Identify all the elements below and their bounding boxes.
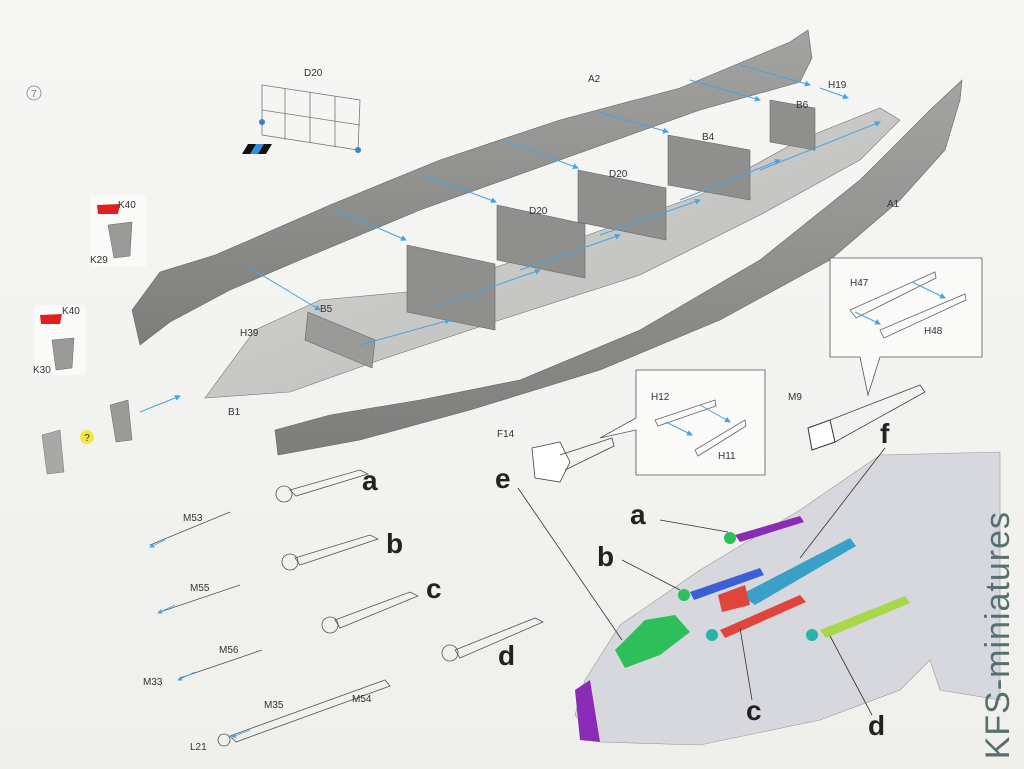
figure-k29	[90, 195, 146, 267]
colored-deck-render	[517, 447, 1001, 746]
label-k40-1: K40	[118, 200, 136, 211]
step-number: 7	[26, 85, 42, 101]
callout-b-render: b	[597, 541, 614, 572]
figure-seated-2	[41, 429, 65, 475]
label-k40-2: K40	[62, 306, 80, 317]
help-marker: ?	[80, 430, 94, 444]
alignment-arrows	[139, 64, 881, 413]
label-m55: M55	[190, 583, 210, 594]
label-d20-top: D20	[304, 68, 323, 79]
bench-b5	[304, 311, 376, 369]
callout-c-render: c	[746, 695, 762, 726]
inset-h47-h48	[829, 257, 983, 397]
figure-k30	[35, 305, 85, 375]
label-a1: A1	[887, 199, 900, 210]
callout-d-render: d	[868, 710, 885, 741]
label-h47: H47	[850, 278, 869, 289]
hull-side-a1	[274, 79, 963, 456]
label-h48: H48	[924, 326, 943, 337]
label-f14: F14	[497, 429, 515, 440]
svg-text:?: ?	[84, 433, 90, 444]
paint-swatch	[242, 144, 272, 154]
munitions-drawings	[149, 469, 544, 747]
label-h12: H12	[651, 392, 670, 403]
label-m54: M54	[352, 694, 372, 705]
callout-a-render: a	[630, 499, 646, 530]
label-k29: K29	[90, 255, 108, 266]
munitions-arrows	[149, 539, 251, 738]
label-h11: H11	[718, 451, 736, 462]
callout-b: b	[386, 528, 403, 559]
figure-seated-1	[109, 399, 133, 443]
callout-d: d	[498, 640, 515, 671]
label-d20-mid2: D20	[529, 206, 548, 217]
label-h19: H19	[828, 80, 847, 91]
label-d20-mid1: D20	[609, 169, 628, 180]
callout-c: c	[426, 573, 442, 604]
label-m35: M35	[264, 700, 284, 711]
label-l21: L21	[190, 742, 207, 753]
label-a2: A2	[588, 74, 601, 85]
label-b1: B1	[228, 407, 241, 418]
label-m33: M33	[143, 677, 163, 688]
bulkheads	[406, 99, 816, 331]
inset-h12-h11	[599, 369, 766, 476]
label-m53: M53	[183, 513, 203, 524]
part-f14	[531, 437, 615, 483]
d20-frame-drawing	[259, 84, 361, 153]
label-m9: M9	[788, 392, 802, 403]
label-b6: B6	[796, 100, 809, 111]
label-h39: H39	[240, 328, 259, 339]
label-m56: M56	[219, 645, 239, 656]
callout-f: f	[880, 418, 890, 449]
label-b5: B5	[320, 304, 333, 315]
hull-side-a2	[131, 29, 813, 346]
label-k30: K30	[33, 365, 51, 376]
svg-text:7: 7	[31, 89, 37, 100]
callout-a: a	[362, 465, 378, 496]
part-m9	[807, 384, 926, 451]
watermark: KFS-miniatures	[979, 510, 1017, 759]
label-b4: B4	[702, 132, 715, 143]
callout-e: e	[495, 463, 511, 494]
